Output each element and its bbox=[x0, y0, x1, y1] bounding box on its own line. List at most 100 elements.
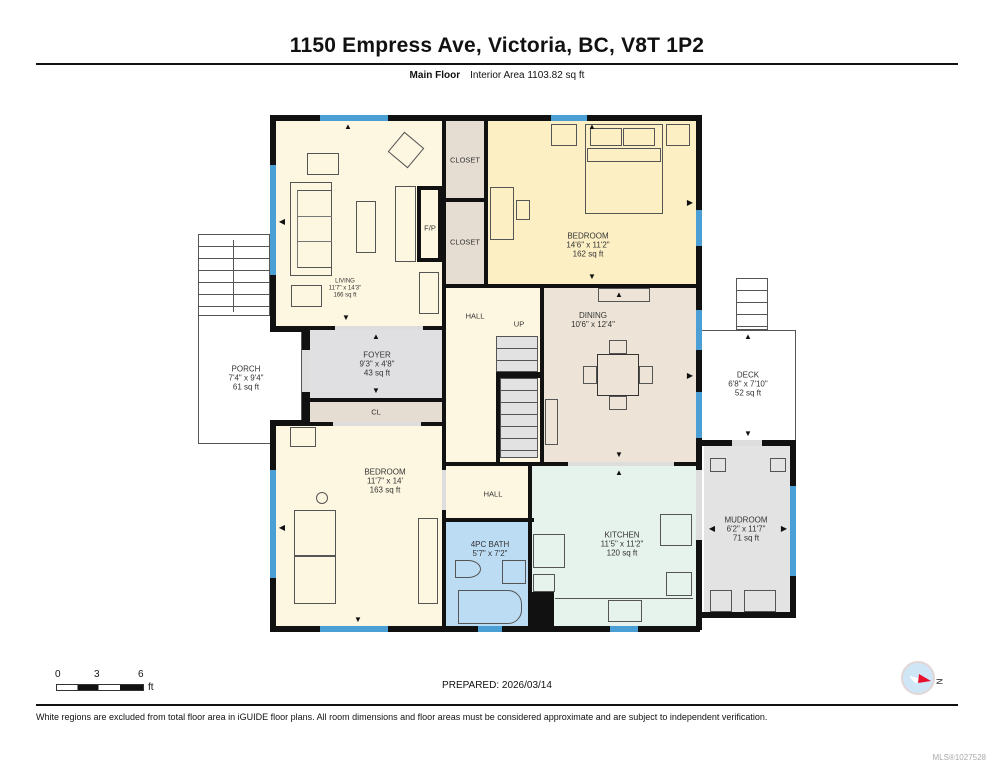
living-label: LIVING 11'7" x 14'3" 166 sq ft bbox=[328, 278, 362, 299]
porch-stairs bbox=[198, 234, 270, 316]
room-closet-2 bbox=[446, 202, 484, 284]
bed bbox=[585, 124, 663, 214]
bedroom-top-label: BEDROOM 14'6" x 11'2" 162 sq ft bbox=[566, 231, 610, 259]
sofa-cushions bbox=[297, 190, 332, 268]
pillow-left bbox=[590, 128, 622, 146]
bathtub bbox=[458, 590, 522, 624]
arrow-icon: ◀ bbox=[278, 523, 286, 532]
room-deck bbox=[700, 330, 796, 442]
door-porch-foyer[interactable] bbox=[302, 350, 310, 392]
interior-area: Interior Area 1103.82 sq ft bbox=[470, 70, 585, 81]
stairs-lower-flight bbox=[500, 378, 538, 458]
window-living-top bbox=[320, 115, 388, 121]
arrow-icon: ▶ bbox=[780, 524, 788, 533]
header-divider bbox=[36, 63, 958, 65]
stairs-upper-flight bbox=[496, 336, 538, 372]
floor-subtitle: Main Floor Interior Area 1103.82 sq ft bbox=[0, 70, 994, 81]
window-bedroom-left bbox=[270, 470, 276, 578]
page-title: 1150 Empress Ave, Victoria, BC, V8T 1P2 bbox=[289, 34, 705, 57]
stove bbox=[533, 534, 565, 568]
closet-2-label: CLOSET bbox=[449, 237, 481, 247]
prepared-date: PREPARED: 2026/03/14 bbox=[442, 680, 552, 691]
arrow-icon: ▲ bbox=[344, 122, 352, 131]
mls-number: MLS®1027528 bbox=[932, 753, 987, 762]
door-bedroom-cl[interactable] bbox=[333, 422, 421, 426]
fridge bbox=[660, 514, 692, 546]
hall-lower-label: HALL bbox=[483, 489, 503, 499]
twin-bed-1 bbox=[294, 510, 336, 556]
deck-label: DECK 6'8" x 7'10" 52 sq ft bbox=[728, 370, 768, 398]
mudroom-label: MUDROOM 6'2" x 11'7" 71 sq ft bbox=[724, 515, 768, 543]
ottoman bbox=[307, 153, 339, 175]
door-living-foyer[interactable] bbox=[335, 326, 423, 330]
mudroom-shelf-1 bbox=[710, 590, 732, 612]
wall-stair-divider bbox=[496, 372, 540, 378]
vanity-sink bbox=[502, 560, 526, 584]
washer bbox=[666, 572, 692, 596]
room-closet-1 bbox=[446, 120, 484, 198]
window-bedroom-bottom bbox=[320, 626, 388, 632]
wall-bath-kitchen bbox=[528, 466, 532, 632]
room-cl bbox=[310, 402, 442, 422]
room-mudroom bbox=[704, 446, 790, 614]
stairs-up-label: UP bbox=[513, 319, 525, 329]
disclaimer: White regions are excluded from total fl… bbox=[36, 712, 768, 722]
wall-mudroom-left bbox=[696, 540, 702, 630]
deck-stairs bbox=[736, 278, 768, 330]
room-kitchen bbox=[532, 466, 696, 626]
room-bedroom-bottom bbox=[276, 426, 442, 628]
nightstand-left bbox=[551, 124, 577, 146]
mudroom-bench-2 bbox=[770, 458, 786, 472]
kitchen-dark-corner bbox=[532, 592, 554, 628]
coffee-table bbox=[356, 201, 376, 253]
mudroom-shelf-2 bbox=[744, 590, 776, 612]
floor-plan: DN PORCH 7'4" x 9'4" 61 sq ft LIVING 11'… bbox=[198, 115, 796, 632]
door-dining-kitchen[interactable] bbox=[568, 462, 674, 466]
arrow-icon: ▶ bbox=[686, 198, 694, 207]
window-dining-right-2 bbox=[696, 392, 702, 438]
chair-w bbox=[583, 366, 597, 384]
kitchen-label: KITCHEN 11'5" x 11'2" 120 sq ft bbox=[600, 530, 644, 558]
scale-tick-3: 3 bbox=[94, 669, 100, 680]
window-bath-bottom bbox=[478, 626, 502, 632]
room-dining bbox=[544, 288, 696, 462]
twin-bed-2 bbox=[294, 556, 336, 604]
mudroom-bench-1 bbox=[710, 458, 726, 472]
scale-bar-graphic bbox=[56, 684, 144, 691]
lamp bbox=[316, 492, 328, 504]
sideboard bbox=[545, 399, 558, 445]
window-bedroom-top bbox=[551, 115, 587, 121]
window-living-left bbox=[270, 165, 276, 275]
scale-tick-6: 6 bbox=[138, 669, 144, 680]
scale-tick-0: 0 bbox=[55, 669, 61, 680]
wall-right-upper bbox=[696, 115, 702, 470]
bedroom-bottom-label: BEDROOM 11'7" x 14' 163 sq ft bbox=[364, 467, 406, 495]
floor-name: Main Floor bbox=[409, 70, 461, 81]
window-dining-right-1 bbox=[696, 310, 702, 350]
arrow-icon: ▲ bbox=[372, 332, 380, 341]
arrow-icon: ◀ bbox=[708, 524, 716, 533]
door-deck-mudroom[interactable] bbox=[732, 440, 762, 446]
arrow-icon: ▼ bbox=[588, 272, 596, 281]
side-chair bbox=[291, 285, 322, 307]
fireplace bbox=[417, 186, 442, 262]
window-kitchen-bottom bbox=[610, 626, 638, 632]
foyer-label: FOYER 9'3" x 4'8" 43 sq ft bbox=[359, 350, 395, 378]
kitchen-sink bbox=[608, 600, 642, 622]
arrow-icon: ▶ bbox=[686, 371, 694, 380]
wall-mudroom-bottom bbox=[696, 612, 796, 618]
door-kitchen-mudroom[interactable] bbox=[696, 470, 702, 540]
hall-upper-label: HALL bbox=[465, 311, 485, 321]
desk-chair bbox=[516, 200, 530, 220]
dining-table bbox=[597, 354, 639, 396]
porch-stairs-arrow-icon bbox=[233, 240, 234, 312]
arrow-icon: ▲ bbox=[744, 332, 752, 341]
door-bedroom-hall[interactable] bbox=[442, 470, 446, 510]
wall-closets-divider bbox=[442, 198, 488, 202]
chair-n bbox=[609, 340, 627, 354]
room-foyer bbox=[310, 330, 442, 398]
arrow-icon: ▼ bbox=[342, 313, 350, 322]
room-bedroom-top bbox=[488, 120, 696, 284]
buffet bbox=[598, 288, 650, 302]
arrow-icon: ▼ bbox=[354, 615, 362, 624]
